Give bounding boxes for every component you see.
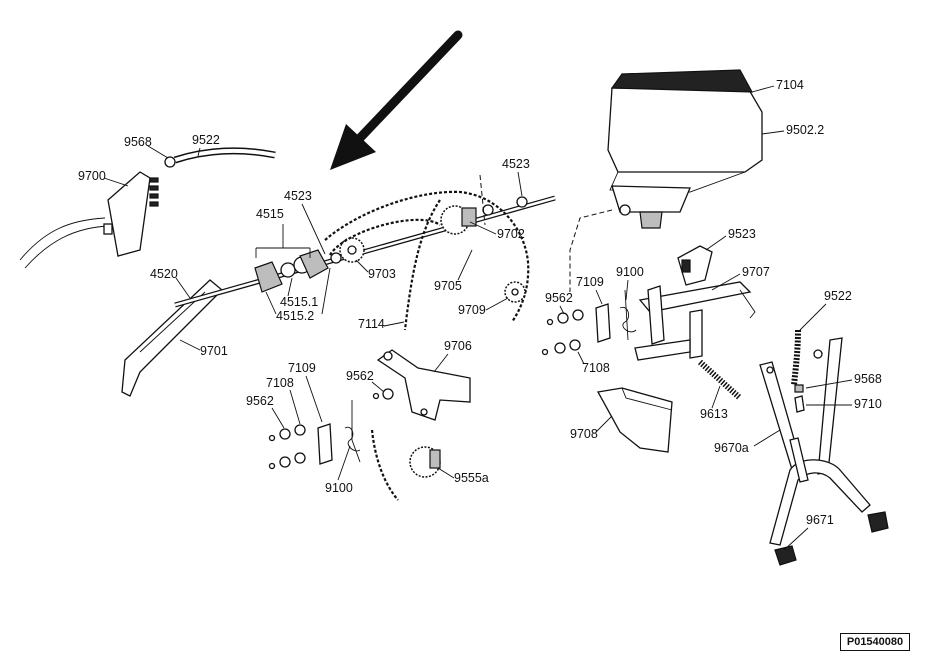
callout-4515-1: 4515.1 <box>280 295 318 309</box>
callout-7108: 7108 <box>266 376 294 390</box>
callout-7109: 7109 <box>288 361 316 375</box>
bearing-set-lower-left <box>268 400 361 470</box>
callout-4523: 4523 <box>284 189 312 203</box>
hose-9522-left <box>164 147 276 168</box>
callout-9568: 9568 <box>124 135 152 149</box>
sprocket-9555a <box>409 446 441 478</box>
callout-7108: 7108 <box>582 361 610 375</box>
bearing-group-4515 <box>254 248 358 293</box>
callout-7104: 7104 <box>776 78 804 92</box>
sprocket-9702 <box>440 196 528 235</box>
sprocket-9703 <box>339 237 365 263</box>
callout-9707: 9707 <box>742 265 770 279</box>
bracket-9523 <box>677 245 713 286</box>
hose-9522-right <box>791 329 801 386</box>
plate-9708 <box>596 387 673 453</box>
frame-9707 <box>634 281 756 361</box>
callout-9701: 9701 <box>200 344 228 358</box>
callout-9709: 9709 <box>458 303 486 317</box>
callout-9708: 9708 <box>570 427 598 441</box>
callout-9522: 9522 <box>192 133 220 147</box>
callout-9100: 9100 <box>616 265 644 279</box>
callout-9100: 9100 <box>325 481 353 495</box>
callout-4520: 4520 <box>150 267 178 281</box>
callout-9671: 9671 <box>806 513 834 527</box>
callout-9700: 9700 <box>78 169 106 183</box>
callout-9670a: 9670a <box>714 441 749 455</box>
callout-9562: 9562 <box>246 394 274 408</box>
callout-4515-2: 4515.2 <box>276 309 314 323</box>
callout-7114: 7114 <box>358 317 385 331</box>
callout-9523: 9523 <box>728 227 756 241</box>
frame-bracket-9700 <box>19 171 159 269</box>
sprocket-9709 <box>504 281 526 303</box>
callout-9705: 9705 <box>434 279 462 293</box>
callout-9613: 9613 <box>700 407 728 421</box>
callout-4523: 4523 <box>502 157 530 171</box>
callout-4515: 4515 <box>256 207 284 221</box>
callout-9710: 9710 <box>854 397 882 411</box>
bracket-9706 <box>372 349 471 421</box>
callout-9562: 9562 <box>346 369 374 383</box>
callout-9568: 9568 <box>854 372 882 386</box>
callout-9522: 9522 <box>824 289 852 303</box>
callout-9703: 9703 <box>368 267 396 281</box>
callout-7109: 7109 <box>576 275 604 289</box>
hopper-illustration <box>607 69 763 229</box>
pointer-arrow-icon <box>330 30 463 170</box>
callout-9706: 9706 <box>444 339 472 353</box>
callout-9555a: 9555a <box>454 471 489 485</box>
bearing-set-right <box>541 289 637 356</box>
callout-labels: 9568 9522 9700 4520 9701 4515 4523 4515.… <box>78 78 882 551</box>
spring-9613 <box>697 359 743 401</box>
handle-9670a <box>759 337 889 566</box>
callout-9702: 9702 <box>497 227 525 241</box>
reference-code-box: P01540080 <box>840 633 910 651</box>
callout-9562: 9562 <box>545 291 573 305</box>
callout-9502-2: 9502.2 <box>786 123 824 137</box>
